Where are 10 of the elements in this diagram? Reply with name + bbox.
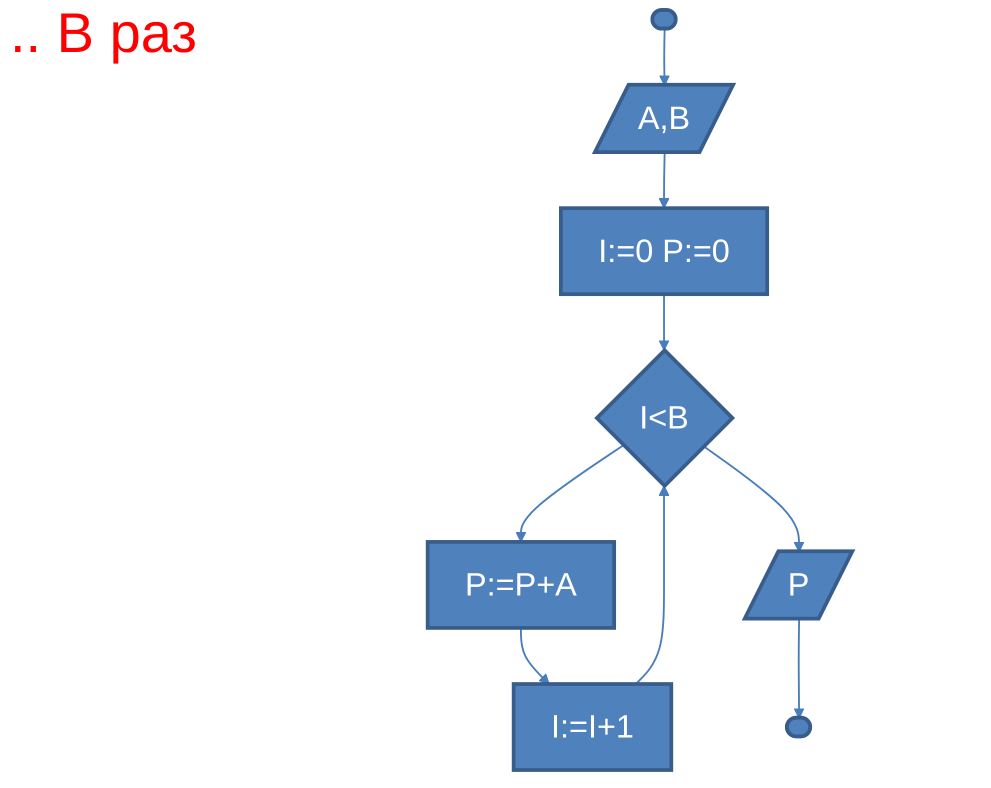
node-box: I:=0 P:=0 — [559, 206, 770, 296]
arrow — [515, 444, 624, 542]
arrow — [658, 294, 670, 351]
arrow — [635, 485, 670, 685]
node-box: P:=P+A — [426, 540, 616, 630]
arrow — [520, 628, 550, 685]
arrow — [658, 152, 670, 209]
node-box: I:=I+1 — [512, 682, 674, 772]
node-diamond: I<B — [594, 348, 736, 488]
heading-text: .. В раз — [10, 0, 197, 65]
